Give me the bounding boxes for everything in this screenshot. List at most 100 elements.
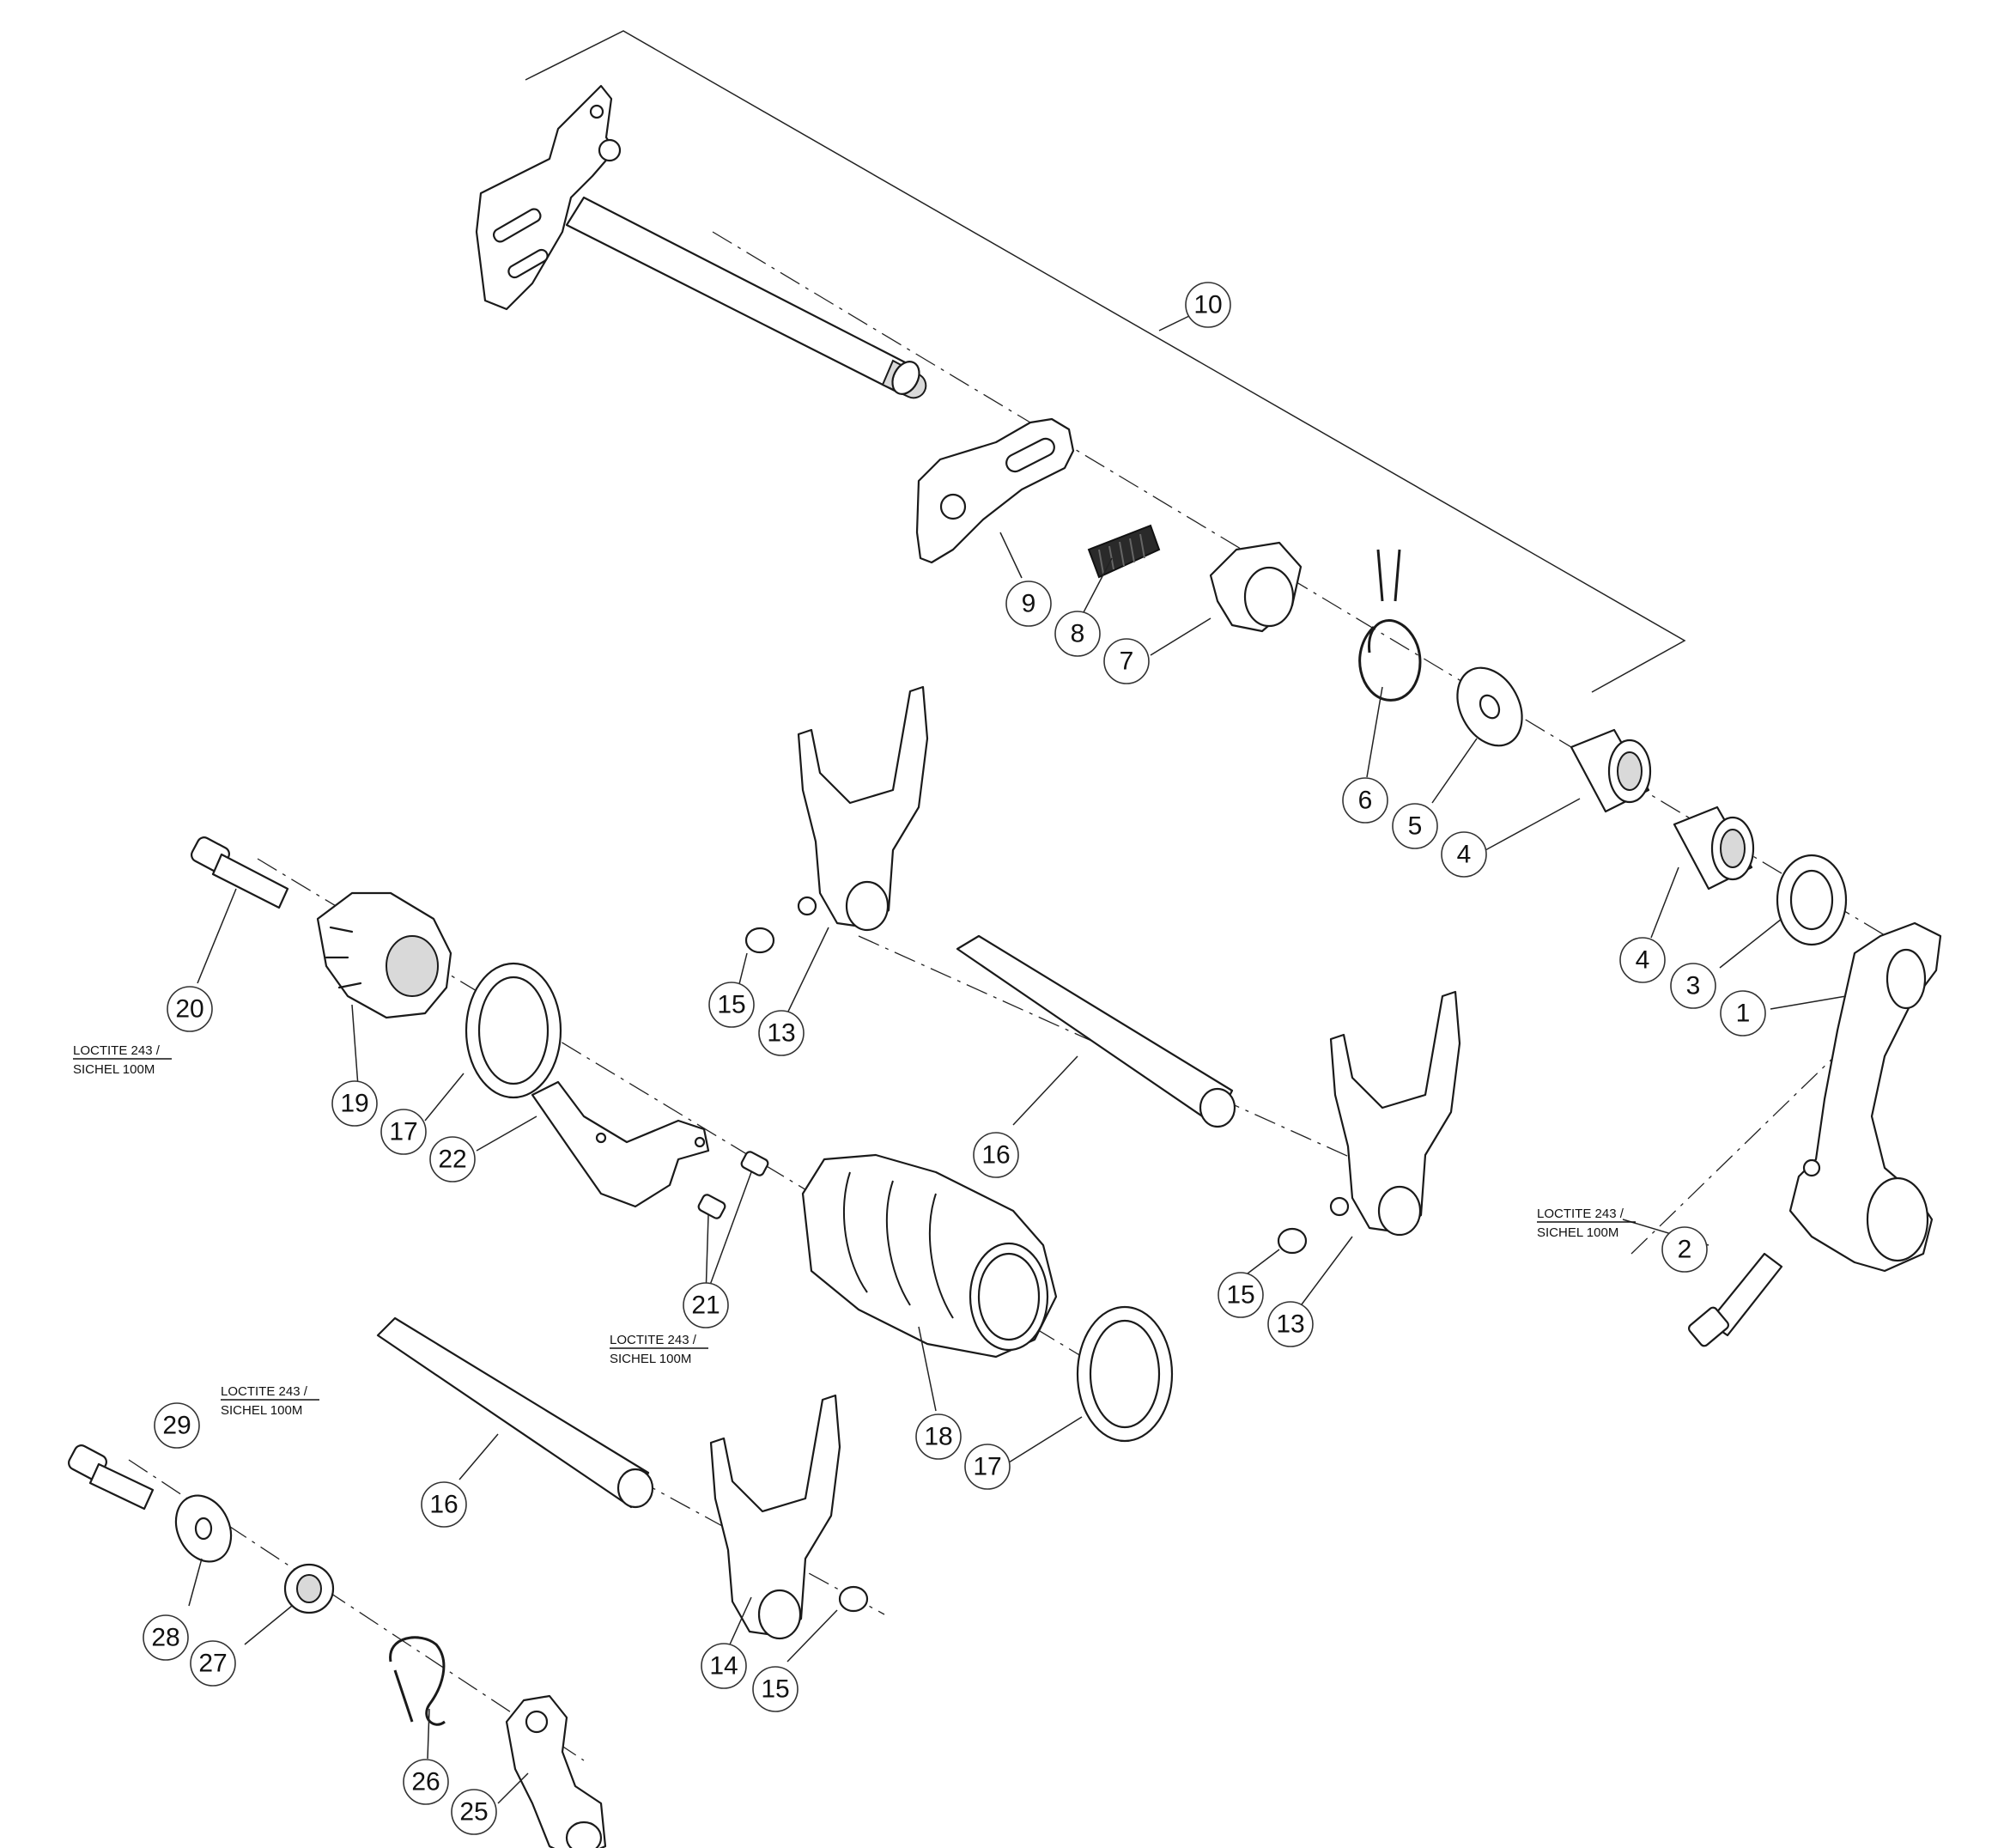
shift-fork-part-14 xyxy=(709,1394,841,1640)
shift-fork-part-13-a xyxy=(797,685,929,932)
spring-part-8 xyxy=(1087,524,1161,579)
callout-17-b: 17 xyxy=(964,1444,1011,1490)
callout-5: 5 xyxy=(1392,803,1438,849)
note-part-21: LOCTITE 243 / SICHEL 100M xyxy=(610,1333,708,1366)
screw-part-2 xyxy=(1687,1252,1783,1347)
callout-label: 13 xyxy=(767,1019,795,1048)
callout-label: 8 xyxy=(1071,620,1085,648)
bolt-part-29 xyxy=(68,1444,155,1511)
callout-label: 28 xyxy=(151,1624,179,1652)
callout-label: 15 xyxy=(1226,1281,1254,1310)
callout-label: 16 xyxy=(981,1141,1010,1170)
bearing-part-17-a xyxy=(465,962,562,1099)
callout-21: 21 xyxy=(683,1282,729,1328)
callout-label: 5 xyxy=(1408,812,1423,841)
callout-3: 3 xyxy=(1670,963,1716,1009)
callout-8: 8 xyxy=(1054,611,1101,657)
callout-13-a: 13 xyxy=(758,1010,805,1056)
callout-label: 20 xyxy=(175,995,203,1024)
callout-label: 2 xyxy=(1678,1236,1692,1264)
leader-lines xyxy=(188,315,1847,1804)
callout-label: 9 xyxy=(1022,590,1036,618)
callout-label: 4 xyxy=(1457,841,1472,869)
note-part-20: LOCTITE 243 / SICHEL 100M xyxy=(73,1043,172,1077)
callout-label: 15 xyxy=(717,991,745,1019)
note-line-2: SICHEL 100M xyxy=(1537,1225,1618,1240)
shift-lever-part-1 xyxy=(1788,921,1942,1273)
callout-6: 6 xyxy=(1342,777,1388,824)
callout-10: 10 xyxy=(1185,282,1231,328)
callout-label: 22 xyxy=(438,1146,466,1174)
needle-bearing-part-4-b xyxy=(1673,805,1755,891)
shift-plate-part-9 xyxy=(915,417,1075,564)
callout-16-a: 16 xyxy=(973,1132,1019,1178)
fork-rod-part-16-a xyxy=(956,934,1236,1128)
callout-label: 17 xyxy=(389,1118,417,1146)
shift-shaft-part-10 xyxy=(475,84,927,399)
lever-part-25 xyxy=(505,1694,607,1848)
note-line-1: LOCTITE 243 / xyxy=(221,1384,308,1399)
upper-shaft-axis xyxy=(712,231,1916,954)
callout-1: 1 xyxy=(1720,990,1766,1036)
note-part-29: LOCTITE 243 / SICHEL 100M xyxy=(221,1384,319,1418)
callout-22: 22 xyxy=(429,1136,476,1182)
bolt-part-20 xyxy=(191,836,289,909)
callout-label: 1 xyxy=(1736,1000,1751,1028)
bearing-part-17-b xyxy=(1076,1305,1174,1443)
callout-label: 29 xyxy=(162,1412,191,1440)
fork-rod-part-16-b xyxy=(376,1316,654,1509)
washer-part-5 xyxy=(1456,666,1523,747)
spring-clip-part-26 xyxy=(389,1636,446,1726)
small-bushing-part-15-c xyxy=(838,1585,869,1613)
callout-label: 21 xyxy=(691,1292,720,1320)
assembly-bracket-line xyxy=(525,30,1686,693)
callout-9: 9 xyxy=(1005,581,1052,627)
bushing-part-27 xyxy=(283,1563,335,1614)
callout-label: 6 xyxy=(1358,787,1373,815)
callout-13-b: 13 xyxy=(1267,1301,1314,1347)
torsion-spring-part-6 xyxy=(1358,549,1422,702)
callout-label: 10 xyxy=(1193,291,1222,319)
lever-axis xyxy=(1630,970,1924,1255)
callout-15-c: 15 xyxy=(752,1666,799,1712)
washer-part-28 xyxy=(174,1494,233,1563)
note-line-2: SICHEL 100M xyxy=(221,1403,302,1418)
shift-drum-part-18 xyxy=(801,1153,1058,1359)
callout-26: 26 xyxy=(403,1759,449,1805)
callout-label: 15 xyxy=(761,1675,789,1704)
callout-14: 14 xyxy=(701,1643,747,1689)
callout-label: 13 xyxy=(1276,1310,1304,1339)
callout-19: 19 xyxy=(331,1080,378,1127)
callout-17-a: 17 xyxy=(380,1109,427,1155)
screws-part-21 xyxy=(697,1151,769,1219)
callout-2: 2 xyxy=(1661,1226,1708,1273)
callout-15-a: 15 xyxy=(708,982,755,1028)
callout-25: 25 xyxy=(451,1789,497,1835)
callout-label: 14 xyxy=(709,1652,738,1681)
callout-7: 7 xyxy=(1103,638,1150,684)
callout-label: 16 xyxy=(429,1491,458,1519)
callout-28: 28 xyxy=(143,1614,189,1661)
small-bushing-part-15-b xyxy=(1277,1227,1308,1255)
shift-fork-part-13-b xyxy=(1329,990,1461,1237)
callout-label: 27 xyxy=(198,1650,227,1678)
callout-16-b: 16 xyxy=(421,1481,467,1528)
needle-bearing-part-4-a xyxy=(1570,728,1652,813)
note-part-2: LOCTITE 243 / SICHEL 100M xyxy=(1537,1207,1636,1240)
callout-label: 18 xyxy=(924,1423,952,1451)
callout-label: 17 xyxy=(973,1453,1001,1481)
note-line-2: SICHEL 100M xyxy=(73,1062,155,1077)
shift-star-part-19 xyxy=(316,891,452,1019)
small-bushing-part-15-a xyxy=(744,927,775,954)
callout-29: 29 xyxy=(154,1402,200,1449)
callout-label: 26 xyxy=(411,1768,440,1796)
callout-20: 20 xyxy=(167,986,213,1032)
note-line-1: LOCTITE 243 / xyxy=(1537,1207,1624,1221)
callout-4-a: 4 xyxy=(1441,831,1487,878)
callout-18: 18 xyxy=(915,1413,962,1460)
callout-4-b: 4 xyxy=(1619,937,1666,983)
bracket-part-22 xyxy=(531,1080,710,1208)
callout-label: 4 xyxy=(1636,946,1650,975)
seal-ring-part-3 xyxy=(1776,854,1848,946)
